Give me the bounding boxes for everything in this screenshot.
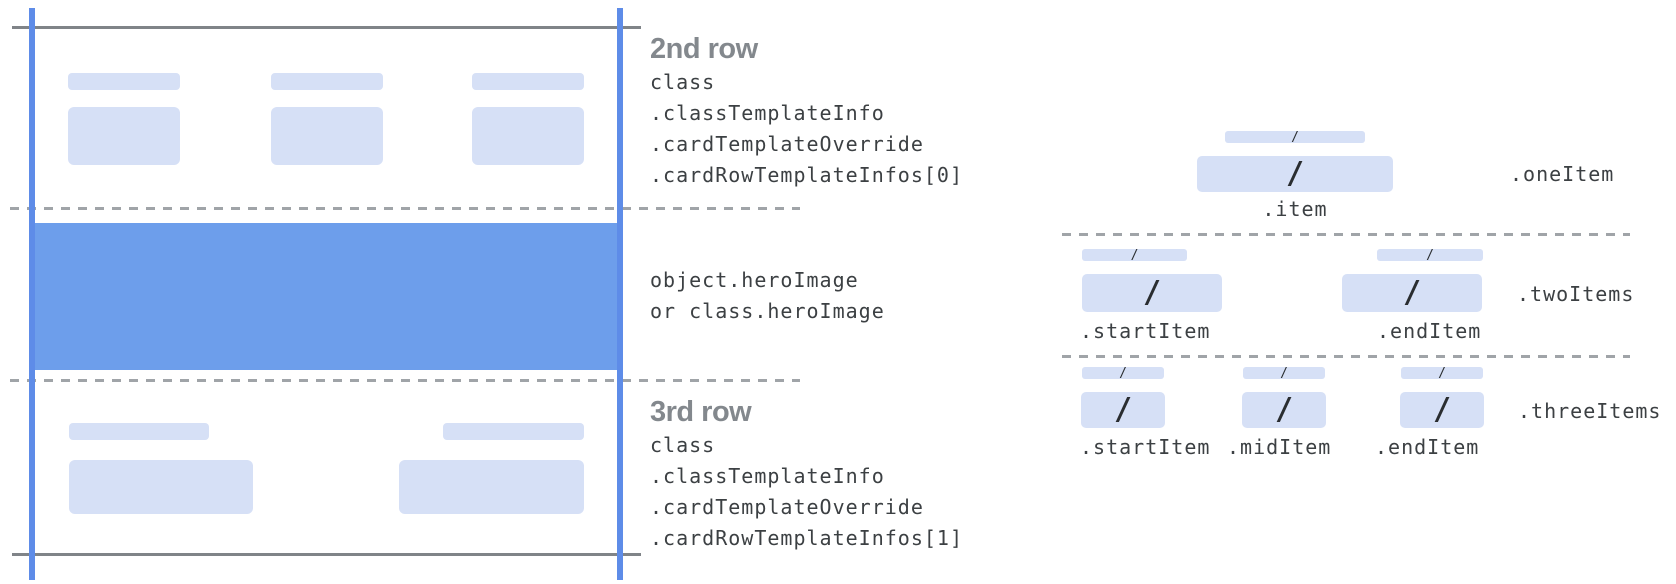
row2-col3-value-box <box>472 107 584 165</box>
hero-code-line: object.heroImage <box>650 268 859 292</box>
divider-slash-icon: / <box>1402 275 1422 310</box>
oneitem-item-value-bar: / <box>1197 156 1393 192</box>
card-top-line <box>12 26 641 29</box>
divider-slash-icon: / <box>1426 247 1434 263</box>
card-bottom-line <box>12 553 641 556</box>
card-right-edge-line <box>617 8 623 580</box>
threeitems-mid-value-bar: / <box>1242 392 1326 428</box>
twoitems-start-value-bar: / <box>1082 274 1222 312</box>
row2-title: 2nd row <box>650 33 758 65</box>
threeitems-mid-label: .midItem <box>1227 435 1332 459</box>
row3-code-line: class <box>650 433 716 457</box>
divider-slash-icon: / <box>1291 129 1299 145</box>
row2-col3-label-bar <box>472 73 584 90</box>
threeitems-end-label: .endItem <box>1375 435 1480 459</box>
twoitems-end-label: .endItem <box>1377 319 1482 343</box>
row3-title: 3rd row <box>650 396 752 428</box>
card-left-edge-line <box>29 8 35 580</box>
threeitems-start-value-bar: / <box>1081 392 1165 428</box>
threeitems-end-value-bar: / <box>1400 392 1484 428</box>
twoitems-start-label: .startItem <box>1080 319 1211 343</box>
twoitems-end-value-bar: / <box>1342 274 1482 312</box>
row3-code-line: .cardTemplateOverride <box>650 495 924 519</box>
row2-code-block: class .classTemplateInfo .cardTemplateOv… <box>650 70 963 194</box>
row3-code-line: .classTemplateInfo <box>650 464 885 488</box>
oneitem-item-label-bar: / <box>1225 129 1365 145</box>
threeitems-end-label-bar: / <box>1401 365 1483 381</box>
oneitem-group-label: .oneItem <box>1510 162 1615 186</box>
hero-code-line: or class.heroImage <box>650 299 885 323</box>
row3-code-line: .cardRowTemplateInfos[1] <box>650 526 963 550</box>
row3-col2-value-box <box>399 460 584 514</box>
row2-col1-label-bar <box>68 73 180 90</box>
row2-bottom-dashed-line <box>10 207 800 210</box>
threeitems-mid-label-bar: / <box>1243 365 1325 381</box>
divider-slash-icon: / <box>1119 365 1127 381</box>
divider-slash-icon: / <box>1130 247 1139 263</box>
divider-slash-icon: / <box>1280 365 1288 381</box>
row2-col1-value-box <box>68 107 180 165</box>
hero-bottom-dashed-line <box>10 379 800 382</box>
hero-image-block <box>35 223 617 370</box>
row2-code-line: .classTemplateInfo <box>650 101 885 125</box>
row2-code-line: .cardRowTemplateInfos[0] <box>650 163 963 187</box>
divider-slash-icon: / <box>1285 156 1305 191</box>
row2-col2-label-bar <box>271 73 383 90</box>
threeitems-start-label-bar: / <box>1082 365 1164 381</box>
divider-slash-icon: / <box>1142 275 1162 310</box>
oneitem-item-label: .item <box>1262 197 1328 221</box>
divider-slash-icon: / <box>1274 392 1294 427</box>
threeitems-start-label: .startItem <box>1080 435 1211 459</box>
divider-slash-icon: / <box>1113 392 1133 427</box>
row3-col1-label-bar <box>69 423 209 440</box>
hero-code-block: object.heroImage or class.heroImage <box>650 268 885 330</box>
row3-code-block: class .classTemplateInfo .cardTemplateOv… <box>650 433 963 557</box>
row2-code-line: class <box>650 70 716 94</box>
row2-col2-value-box <box>271 107 383 165</box>
twoitems-end-label-bar: / <box>1377 247 1483 263</box>
threeitems-group-label: .threeItems <box>1518 399 1662 423</box>
row3-col1-value-box <box>69 460 253 514</box>
divider-slash-icon: / <box>1432 392 1452 427</box>
twoitems-start-label-bar: / <box>1082 247 1187 263</box>
twoitems-group-label: .twoItems <box>1517 282 1635 306</box>
row2-code-line: .cardTemplateOverride <box>650 132 924 156</box>
row3-col2-label-bar <box>443 423 584 440</box>
divider-slash-icon: / <box>1438 365 1446 381</box>
oneitem-separator-dashed <box>1062 233 1630 236</box>
twoitems-separator-dashed <box>1062 355 1630 358</box>
